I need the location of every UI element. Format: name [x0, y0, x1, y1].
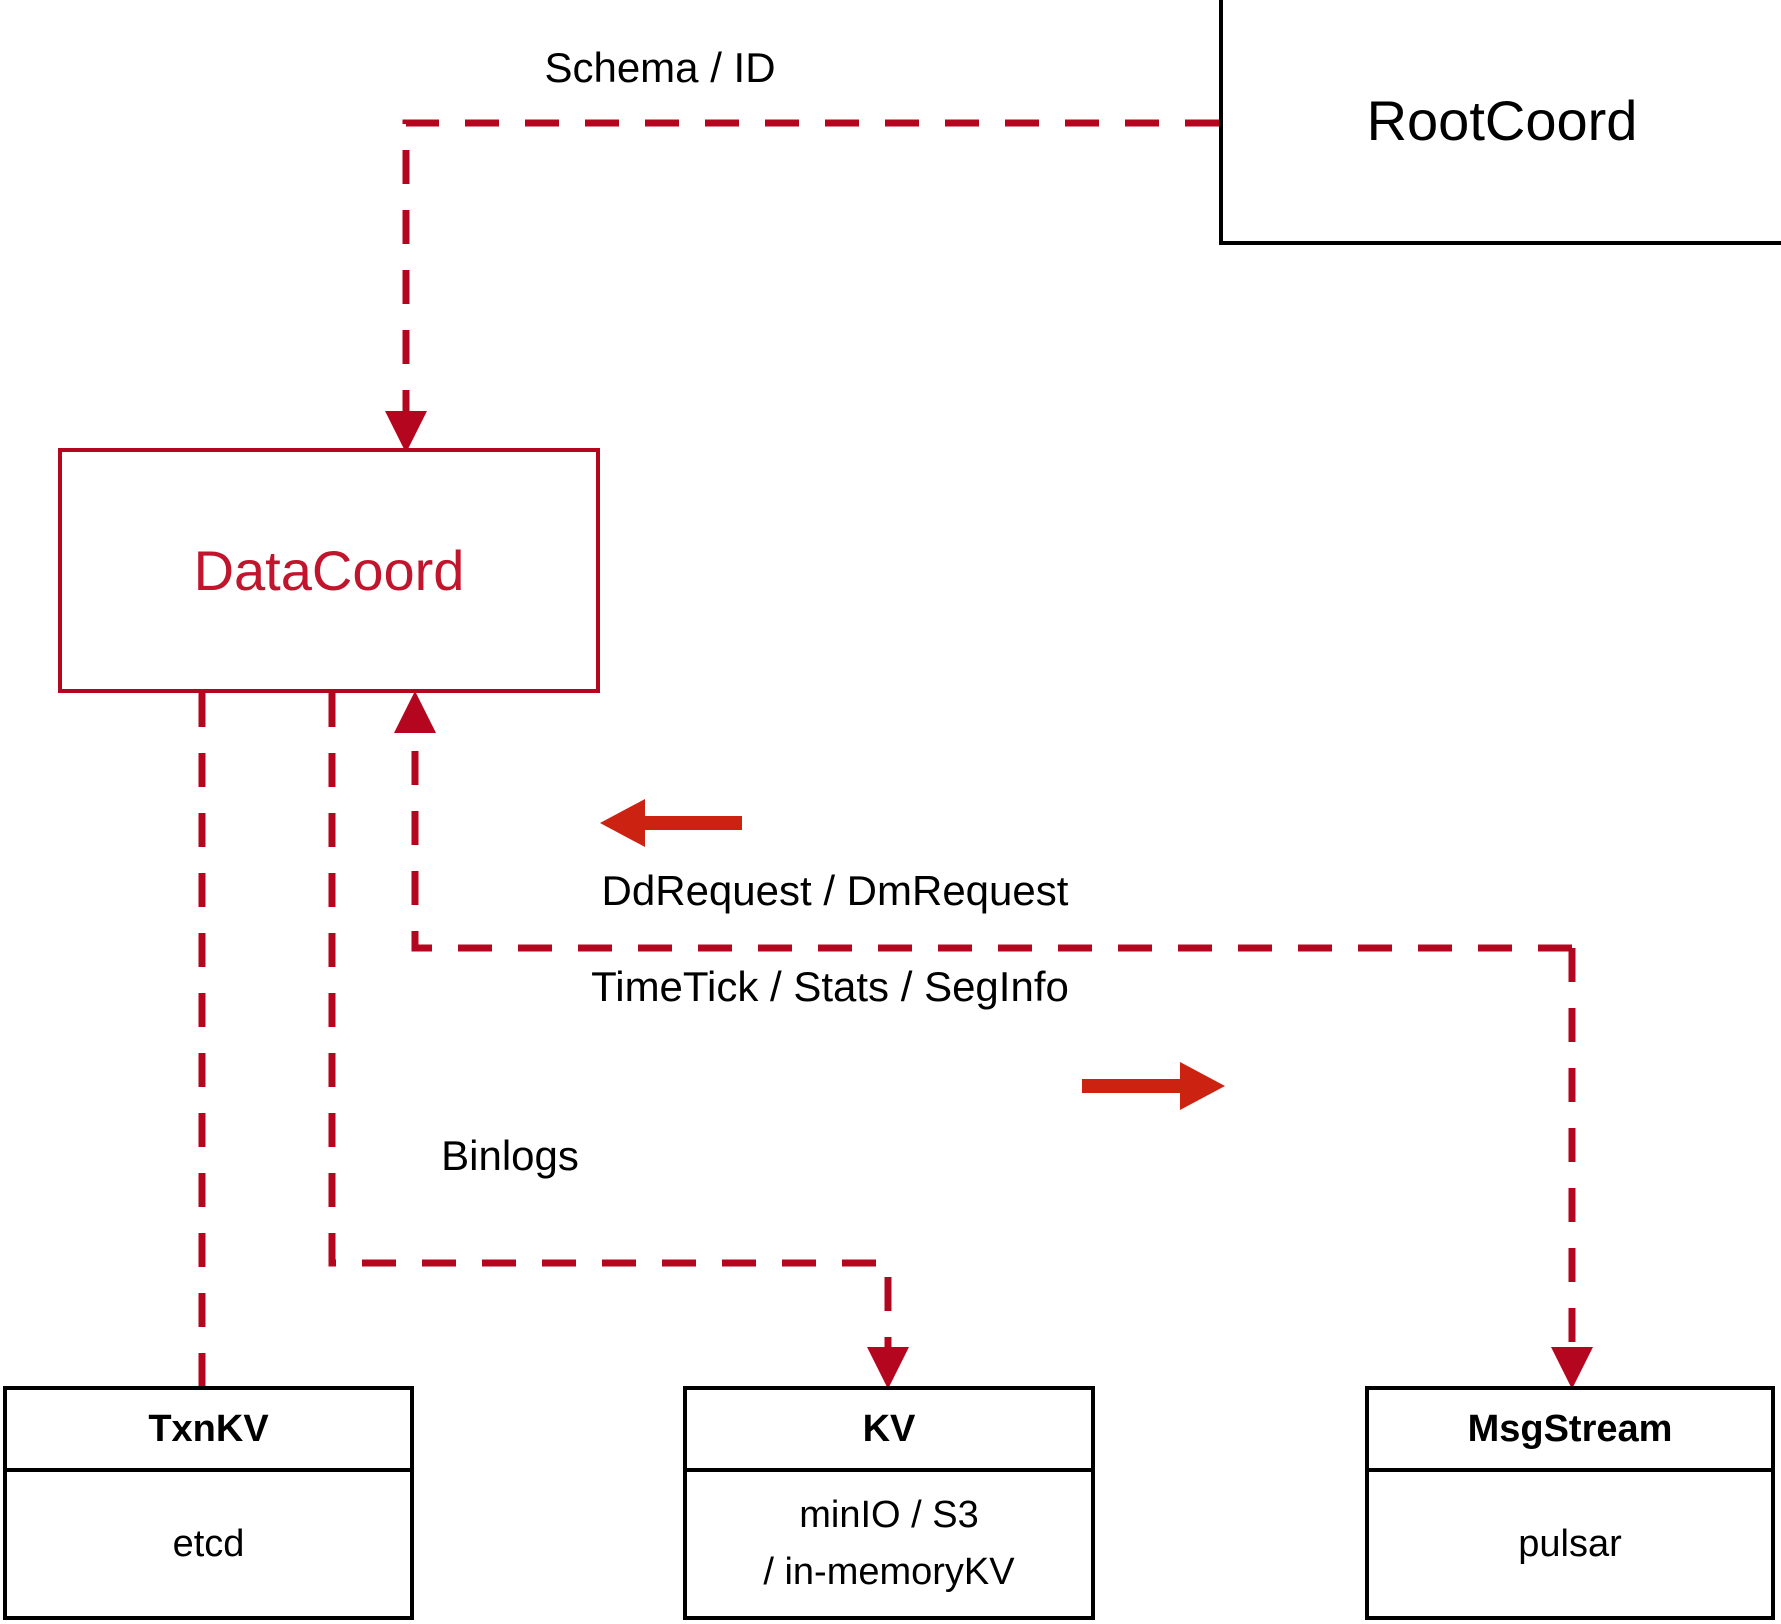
node-kv-impl-line-1: minIO / S3	[799, 1494, 979, 1536]
node-msgstream-impl: pulsar	[1369, 1472, 1771, 1616]
edge-label-ddrequest-dmrequest: DdRequest / DmRequest	[601, 867, 1069, 914]
node-kv[interactable]: KV minIO / S3 / in-memoryKV	[683, 1386, 1095, 1620]
direction-arrow-right-icon	[1082, 1062, 1225, 1110]
node-kv-impl: minIO / S3 / in-memoryKV	[687, 1472, 1091, 1616]
node-kv-impl-line-2: / in-memoryKV	[763, 1551, 1015, 1593]
edge-ddrequest-dmrequest	[394, 691, 1572, 952]
node-rootcoord[interactable]: RootCoord	[1219, 0, 1781, 245]
node-rootcoord-label: RootCoord	[1366, 89, 1638, 152]
node-msgstream[interactable]: MsgStream pulsar	[1365, 1386, 1775, 1620]
node-msgstream-impl-line: pulsar	[1518, 1522, 1622, 1565]
node-txnkv-impl: etcd	[7, 1472, 410, 1616]
node-txnkv[interactable]: TxnKV etcd	[3, 1386, 414, 1620]
node-datacoord[interactable]: DataCoord	[58, 448, 600, 693]
edge-label-binlogs: Binlogs	[441, 1132, 579, 1179]
node-kv-label: KV	[687, 1390, 1091, 1472]
node-txnkv-impl-line: etcd	[172, 1522, 245, 1565]
edge-label-schema-id: Schema / ID	[544, 44, 776, 91]
node-txnkv-label: TxnKV	[7, 1390, 410, 1472]
edge-schema-id	[385, 119, 1219, 453]
node-msgstream-label: MsgStream	[1369, 1390, 1771, 1472]
direction-arrow-left-icon	[600, 799, 742, 847]
edge-label-timetick-stats-seginfo: TimeTick / Stats / SegInfo	[591, 963, 1069, 1010]
edge-binlogs	[328, 693, 909, 1389]
node-datacoord-label: DataCoord	[193, 539, 465, 602]
